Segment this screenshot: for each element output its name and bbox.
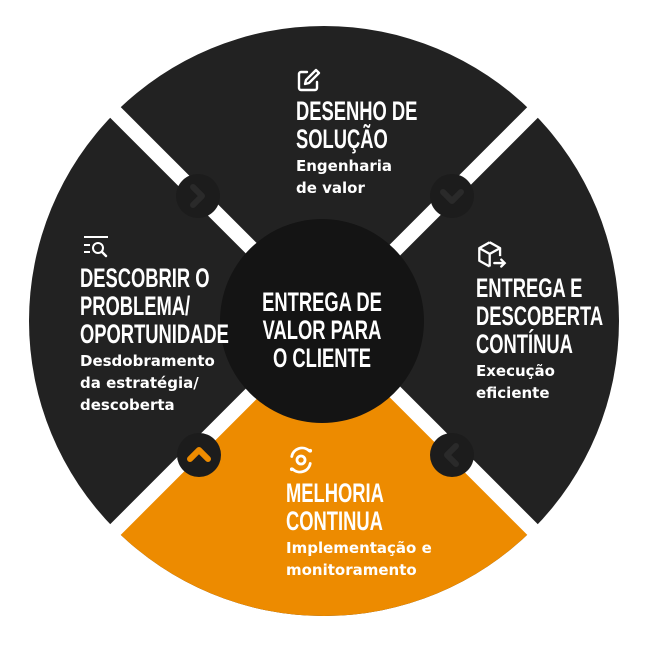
chevron-right-icon — [190, 184, 205, 208]
segment-bottom: MELHORIA CONTINUA Implementação e monito… — [286, 445, 432, 581]
segment-title-line: OPORTUNIDADE — [80, 319, 229, 349]
segment-subtitle-line: monitoramento — [286, 561, 417, 579]
segment-title-line: MELHORIA — [286, 478, 384, 508]
segment-title-line: DESENHO DE — [296, 96, 418, 126]
segment-title-line: CONTÍNUA — [476, 329, 573, 359]
chevron-up-icon — [187, 447, 211, 462]
segment-title-line: ENTREGA E — [476, 273, 583, 303]
arrow-bottom-right — [430, 433, 474, 477]
segment-subtitle-line: descoberta — [80, 396, 175, 414]
segment-top: DESENHO DE SOLUÇÃO Engenharia de valor — [296, 67, 475, 199]
center-label: ENTREGA DE VALOR PARA O CLIENTE — [222, 288, 422, 372]
segment-subtitle-line: Implementação e — [286, 539, 432, 557]
pencil-edit-icon — [297, 68, 321, 92]
center-line: ENTREGA DE — [262, 287, 382, 317]
center-line: VALOR PARA — [262, 315, 382, 345]
segment-bottom-highlight — [115, 321, 533, 617]
segment-title-line: PROBLEMA/ — [80, 291, 191, 321]
chevron-left-icon — [444, 443, 459, 467]
arrow-top-left — [176, 174, 220, 218]
segment-subtitle-line: de valor — [296, 179, 365, 197]
list-search-icon — [84, 236, 108, 258]
segment-subtitle-line: da estratégia/ — [80, 374, 199, 392]
segment-left: DESCOBRIR O PROBLEMA/ OPORTUNIDADE Desdo… — [80, 234, 299, 416]
chevron-down-icon — [440, 189, 464, 204]
center-line: O CLIENTE — [273, 343, 371, 373]
segment-subtitle-line: Execução — [476, 362, 555, 380]
segment-title-line: SOLUÇÃO — [296, 124, 388, 154]
segment-title-line: DESCOBERTA — [476, 301, 604, 331]
arrow-top-right — [430, 174, 474, 218]
segment-title-line: DESCOBRIR O — [80, 263, 210, 293]
segment-title-line: CONTINUA — [286, 506, 383, 536]
segment-right: ENTREGA E DESCOBERTA CONTÍNUA Execução e… — [476, 240, 648, 404]
arrow-bottom-left — [177, 433, 221, 477]
segment-subtitle-line: Desdobramento — [80, 352, 215, 370]
box-arrow-icon — [478, 241, 507, 268]
center-circle — [220, 219, 424, 423]
segment-subtitle-line: Engenharia — [296, 157, 392, 175]
segment-subtitle-line: eficiente — [476, 384, 550, 402]
cycle-target-icon — [289, 446, 313, 474]
